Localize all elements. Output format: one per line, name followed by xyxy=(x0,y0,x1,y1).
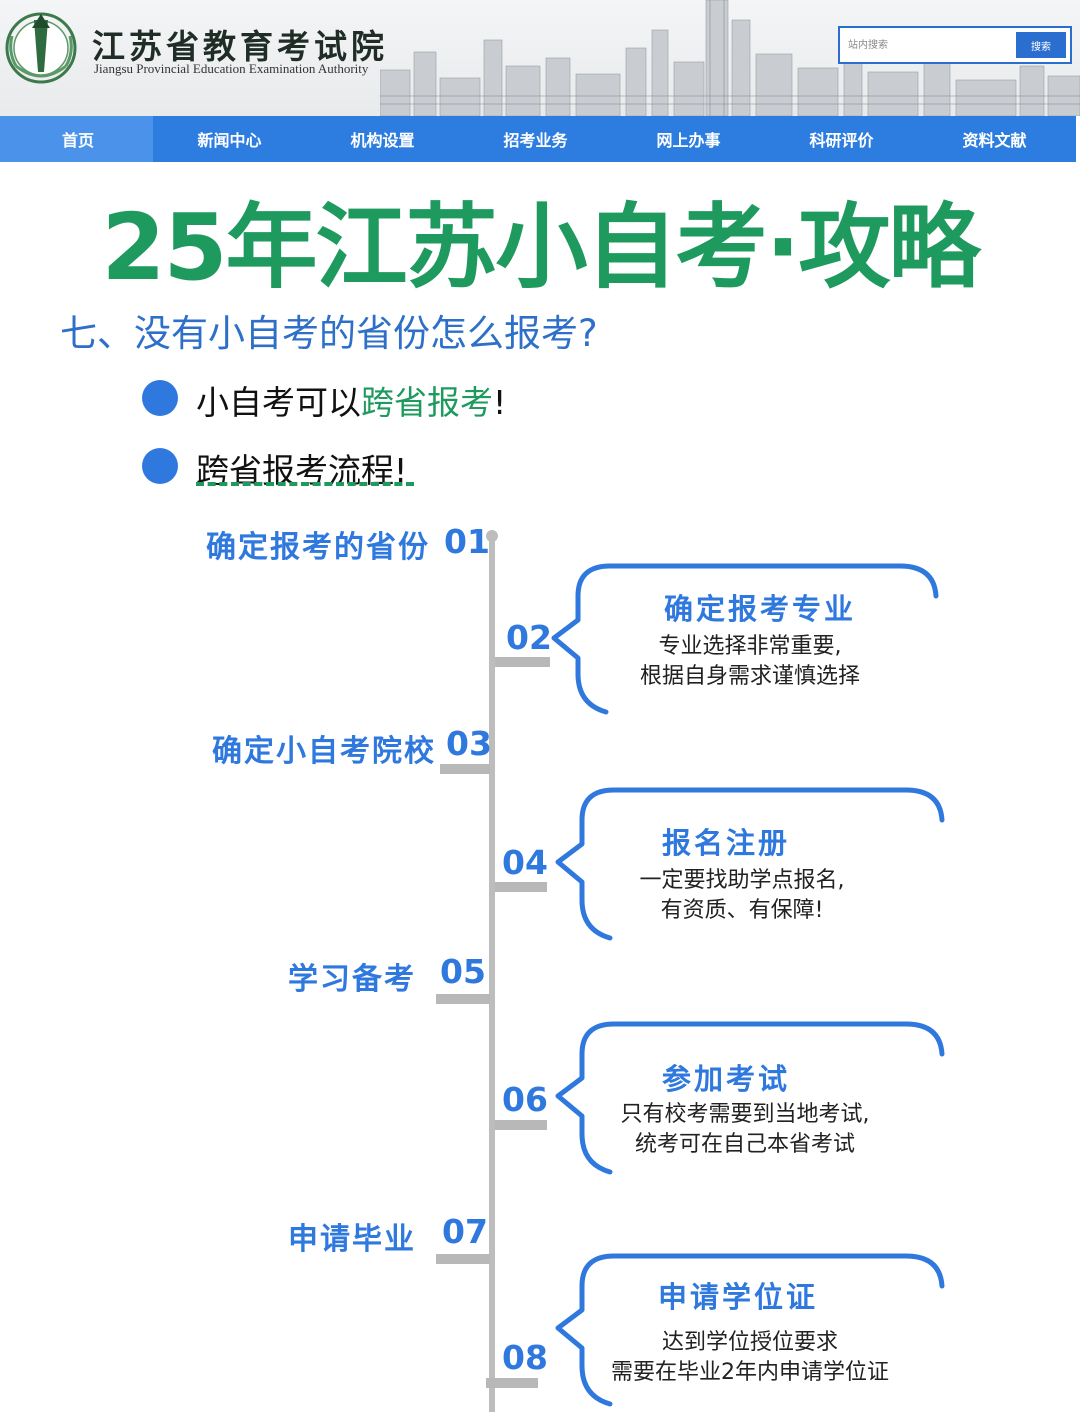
step-04-tick xyxy=(495,882,547,892)
timeline-start-dot xyxy=(486,530,498,542)
timeline-line xyxy=(489,540,495,1412)
step-06-number: 06 xyxy=(502,1080,548,1119)
step-08-number: 08 xyxy=(502,1338,548,1377)
step-05-number: 05 xyxy=(440,952,486,991)
bullet-suffix: ! xyxy=(394,451,408,490)
dashed-underline xyxy=(196,482,414,486)
bullet-cross-province: 小自考可以跨省报考! xyxy=(196,376,506,424)
step-07-label: 申请毕业 xyxy=(288,1222,416,1257)
step-04-bracket xyxy=(555,787,945,941)
main-nav: 首页 新闻中心 机构设置 招考业务 网上办事 科研评价 资料文献 xyxy=(0,116,1076,162)
step-02-tick xyxy=(495,657,550,667)
section-question: 七、没有小自考的省份怎么报考? xyxy=(60,312,598,355)
nav-item-documents[interactable]: 资料文献 xyxy=(962,131,1027,150)
search-button[interactable]: 搜索 xyxy=(1016,32,1066,58)
step-03-tick xyxy=(440,764,490,774)
step-07-tick xyxy=(436,1254,490,1264)
step-08-tick xyxy=(486,1378,538,1388)
step-08-bracket xyxy=(555,1253,945,1407)
nav-item-news[interactable]: 新闻中心 xyxy=(197,131,262,150)
blue-dot-icon xyxy=(142,448,178,484)
step-02-title: 确定报考专业 xyxy=(663,592,856,626)
step-01-label: 确定报考的省份 xyxy=(206,530,430,565)
nav-item-home[interactable]: 首页 xyxy=(0,116,153,162)
step-03-number: 03 xyxy=(446,724,492,763)
step-08-desc-line2: 需要在毕业2年内申请学位证 xyxy=(611,1360,889,1385)
step-08-desc-line1: 达到学位授位要求 xyxy=(661,1330,838,1355)
step-04-desc-line2: 有资质、有保障! xyxy=(660,898,824,923)
step-05-label: 学习备考 xyxy=(288,962,416,997)
step-06-tick xyxy=(495,1120,547,1130)
bullet-suffix: ! xyxy=(493,383,507,422)
search-box: 搜索 xyxy=(838,26,1072,64)
step-06-desc-line2: 统考可在自己本省考试 xyxy=(634,1132,855,1157)
jiangsu-exam-emblem-icon[interactable] xyxy=(4,6,78,90)
blue-dot-icon xyxy=(142,380,178,416)
step-01-number: 01 xyxy=(444,522,490,561)
step-02-number: 02 xyxy=(506,618,552,657)
step-02-bracket xyxy=(551,563,939,715)
nav-item-organization[interactable]: 机构设置 xyxy=(350,131,415,150)
step-02-desc-line2: 根据自身需求谨慎选择 xyxy=(639,664,860,689)
city-skyline-banner xyxy=(380,0,1080,116)
nav-item-research[interactable]: 科研评价 xyxy=(809,131,874,150)
step-08-title: 申请学位证 xyxy=(657,1280,818,1314)
step-04-desc-line1: 一定要找助学点报名, xyxy=(639,868,845,893)
bullet-prefix: 小自考可以 xyxy=(196,383,361,422)
step-06-desc-line1: 只有校考需要到当地考试, xyxy=(620,1102,870,1127)
nav-item-online-services[interactable]: 网上办事 xyxy=(656,131,721,150)
step-04-title: 报名注册 xyxy=(661,826,790,860)
step-06-bracket xyxy=(555,1021,945,1175)
site-name-english: Jiangsu Provincial Education Examination… xyxy=(94,61,369,76)
nav-item-admissions[interactable]: 招考业务 xyxy=(503,131,568,150)
site-header: 江苏省教育考试院 Jiangsu Provincial Education Ex… xyxy=(0,0,1080,116)
step-03-label: 确定小自考院校 xyxy=(212,734,436,769)
step-02-desc-line1: 专业选择非常重要, xyxy=(658,634,842,659)
page-headline: 25年江苏小自考·攻略 xyxy=(101,194,981,301)
site-name-chinese: 江苏省教育考试院 xyxy=(92,27,388,66)
step-05-tick xyxy=(436,994,490,1004)
step-06-title: 参加考试 xyxy=(661,1062,790,1096)
step-04-number: 04 xyxy=(502,843,548,882)
step-07-number: 07 xyxy=(442,1212,488,1251)
search-input[interactable] xyxy=(844,32,1022,58)
bullet-highlight: 跨省报考 xyxy=(361,383,493,422)
